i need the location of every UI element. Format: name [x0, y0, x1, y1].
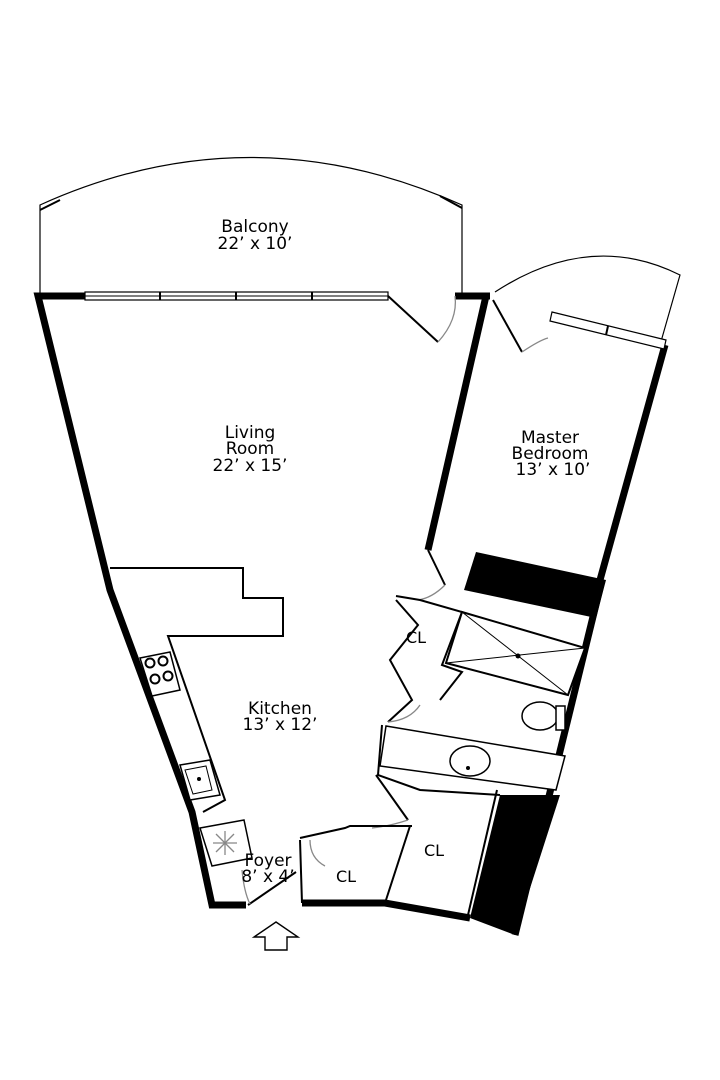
- balcony-outline: [39, 156, 463, 295]
- living-room-window: [84, 291, 389, 301]
- closet-label: CL: [424, 841, 444, 860]
- balcony-door: [387, 295, 457, 343]
- living-room-name-1: Living: [225, 423, 276, 443]
- shower-icon: [444, 610, 587, 697]
- bedroom-window: [549, 311, 667, 350]
- refrigerator-icon: [199, 819, 253, 867]
- kitchen-size: 13’ x 12’: [243, 715, 318, 735]
- closet-label: CL: [406, 628, 426, 647]
- toilet-icon: [521, 701, 566, 731]
- living-room-size: 22’ x 15’: [213, 456, 288, 476]
- entrance-door: [241, 869, 297, 906]
- bedroom-name-2: Bedroom: [512, 444, 589, 464]
- exterior-walls: [33, 292, 490, 922]
- kitchen-name: Kitchen: [248, 699, 312, 719]
- kitchen-sink-icon: [179, 759, 221, 801]
- foyer-name: Foyer: [244, 851, 291, 871]
- living-room-name-2: Room: [226, 439, 274, 459]
- bedroom-walls: [492, 255, 681, 581]
- stove-icon: [139, 651, 181, 697]
- entrance-arrow-icon[interactable]: [251, 921, 301, 951]
- foyer-size: 8’ x 4’: [241, 867, 294, 887]
- balcony-name: Balcony: [221, 217, 288, 237]
- kitchen-counter: [110, 567, 284, 813]
- interior-walls: [299, 549, 501, 916]
- closet-label: CL: [336, 867, 356, 886]
- balcony-size: 22’ x 10’: [218, 234, 293, 254]
- bedroom-size: 13’ x 10’: [516, 460, 591, 480]
- bedroom-name-1: Master: [521, 428, 579, 448]
- sink-icon: [379, 725, 566, 791]
